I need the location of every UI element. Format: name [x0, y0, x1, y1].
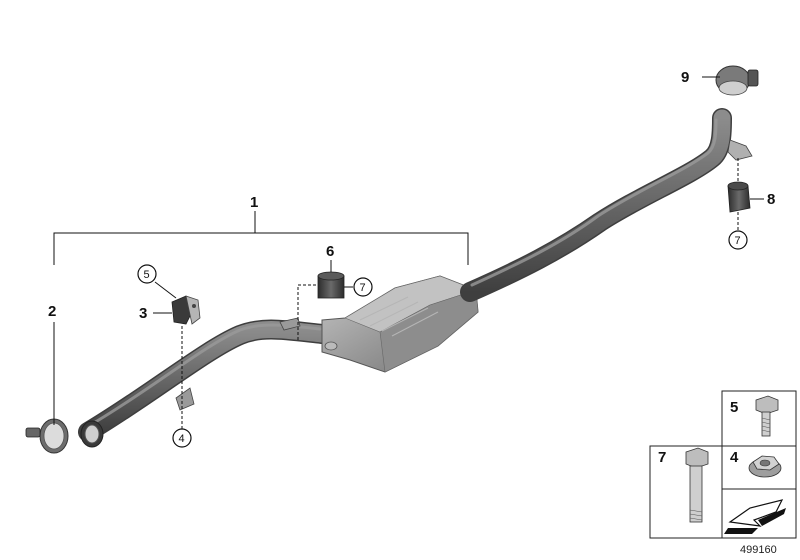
- callout-2: 2: [48, 303, 56, 320]
- legend-label-7: 7: [658, 449, 666, 466]
- assembly-bracket-1: [53, 211, 469, 425]
- callout-4: 4: [179, 433, 185, 445]
- drawing-number: 499160: [740, 544, 777, 556]
- catalytic-converter: [321, 275, 479, 373]
- clamp-part-2: [25, 418, 69, 454]
- rubber-mount-part-6: [317, 271, 345, 299]
- legend-box-5: 5: [721, 390, 797, 447]
- callout-6: 6: [326, 243, 334, 260]
- nut-icon: [748, 455, 782, 478]
- clamp-part-9: [715, 65, 759, 96]
- callout-7a: 7: [360, 282, 366, 294]
- callout-5: 5: [144, 269, 150, 281]
- callout-circle-4: 4: [172, 428, 192, 448]
- callout-7b: 7: [735, 235, 741, 247]
- legend-box-arrow: [721, 488, 797, 539]
- callout-1: 1: [250, 194, 258, 211]
- callout-circle-7a: 7: [353, 277, 373, 297]
- long-bolt-icon: [685, 447, 709, 523]
- callout-circle-7b: 7: [728, 230, 748, 250]
- legend-box-7: 7: [649, 445, 723, 539]
- directional-arrow-icon: [724, 499, 786, 534]
- callout-9: 9: [681, 69, 689, 86]
- legend-box-4: 4: [721, 445, 797, 490]
- callout-circle-5: 5: [137, 264, 157, 284]
- front-pipe: [78, 317, 332, 448]
- legend-label-4: 4: [730, 449, 739, 466]
- callout-8: 8: [767, 191, 775, 208]
- bolt-icon: [755, 395, 779, 437]
- callout-3: 3: [139, 305, 147, 322]
- hanger-part-3: [171, 295, 201, 325]
- rear-pipe: [460, 108, 753, 302]
- legend-label-5: 5: [730, 399, 738, 416]
- leader-lines: [153, 76, 764, 432]
- rubber-mount-part-8: [727, 181, 751, 213]
